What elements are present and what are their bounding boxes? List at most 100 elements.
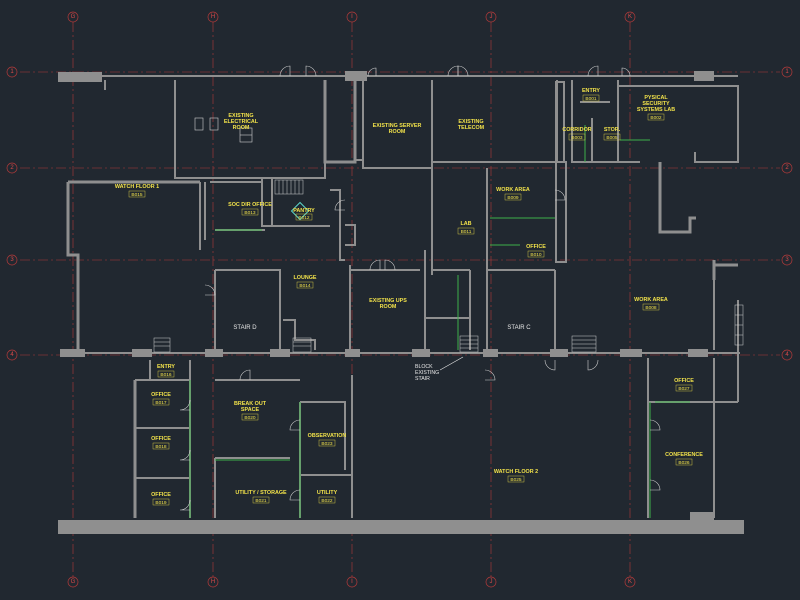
svg-text:J: J	[490, 14, 493, 20]
grid-row-1-left: 1	[6, 66, 18, 78]
room-watch2-number: B025	[510, 477, 522, 483]
grid-row-4-right: 4	[781, 349, 793, 361]
pantry-marker	[290, 201, 310, 221]
walls	[58, 71, 744, 534]
grid-col-h-top: H	[207, 11, 219, 23]
room-office-b017-number: B017	[155, 400, 167, 406]
svg-text:2: 2	[10, 165, 14, 171]
grid-row-4-left: 4	[6, 349, 18, 361]
room-work-b008-number: B008	[645, 305, 657, 311]
room-observation: OBSERVATION	[308, 433, 347, 439]
room-entry-b001: ENTRY	[582, 88, 600, 94]
room-corridor: CORRIDOR	[562, 127, 591, 133]
room-conference: CONFERENCE	[665, 452, 703, 458]
svg-text:2: 2	[785, 165, 789, 171]
room-watch1-number: B015	[131, 192, 143, 198]
room-office-b027-number: B027	[678, 386, 690, 392]
room-utility: UTILITY	[317, 490, 338, 496]
electrical-equipment	[194, 117, 253, 143]
room-work-b009: WORK AREA	[496, 187, 530, 193]
svg-text:G: G	[71, 14, 76, 20]
svg-text:3: 3	[785, 257, 789, 263]
grid-lines	[20, 22, 780, 578]
room-pantry: PANTRY	[293, 208, 315, 214]
svg-text:3: 3	[10, 257, 14, 263]
svg-text:H: H	[211, 579, 215, 585]
room-work-b009-number: B009	[507, 195, 519, 201]
column-row4-a	[60, 349, 85, 357]
svg-text:1: 1	[10, 69, 14, 75]
grid-row-3-right: 3	[781, 254, 793, 266]
room-office-b010: OFFICE	[526, 244, 546, 250]
room-office-b027: OFFICE	[674, 378, 694, 384]
partitions	[189, 125, 690, 518]
room-entry-b016: ENTRY	[157, 364, 175, 370]
room-breakout-number: B020	[244, 415, 256, 421]
svg-text:H: H	[211, 14, 215, 20]
room-utilstor: UTILITY / STORAGE	[235, 490, 287, 496]
room-entry-b001-number: B001	[585, 96, 597, 102]
room-work-b008: WORK AREA	[634, 297, 668, 303]
room-socdir-number: B013	[244, 210, 256, 216]
room-lab-number: B011	[461, 229, 472, 235]
room-lab: LAB	[460, 221, 471, 227]
grid-bubbles: G H I J K G H I J K 1 2 3 4 1 2 3 4	[6, 11, 793, 588]
stair-labels: STAIR D STAIR C	[233, 325, 531, 331]
room-stor-number: B005	[606, 135, 618, 141]
room-utilstor-number: B021	[255, 498, 267, 504]
room-watch2: WATCH FLOOR 2	[494, 469, 538, 475]
svg-text:4: 4	[785, 352, 789, 358]
room-observation-number: B023	[321, 441, 333, 447]
room-utility-number: B022	[321, 498, 333, 504]
column-n1	[345, 71, 367, 81]
room-conference-number: B026	[678, 460, 690, 466]
column-ne	[694, 71, 714, 81]
room-office-b017: OFFICE	[151, 392, 171, 398]
doors	[179, 65, 661, 511]
grid-col-k-bottom: K	[624, 576, 636, 588]
room-socdir: SOC DIR OFFICE	[228, 202, 272, 208]
stair-d-label: STAIR D	[233, 325, 257, 331]
room-pantry-number: B012	[298, 215, 310, 221]
grid-col-k-top: K	[624, 11, 636, 23]
room-office-b019: OFFICE	[151, 492, 171, 498]
grid-row-2-right: 2	[781, 162, 793, 174]
svg-text:I: I	[351, 579, 353, 585]
svg-text:K: K	[628, 14, 632, 20]
grid-col-g-top: G	[67, 11, 79, 23]
grid-col-j-top: J	[485, 11, 497, 23]
grid-col-i-top: I	[346, 11, 358, 23]
south-slab	[58, 520, 744, 534]
column-nw	[58, 72, 102, 82]
grid-col-j-bottom: J	[485, 576, 497, 588]
svg-text:J: J	[490, 579, 493, 585]
room-office-b019-number: B019	[155, 500, 167, 506]
svg-text:K: K	[628, 579, 632, 585]
room-office-b018: OFFICE	[151, 436, 171, 442]
room-office-b018-number: B018	[155, 444, 167, 450]
room-watch1: WATCH FLOOR 1	[115, 184, 159, 190]
stair-c-label: STAIR C	[507, 325, 531, 331]
svg-text:1: 1	[785, 69, 789, 75]
grid-row-2-left: 2	[6, 162, 18, 174]
room-corridor-number: B003	[571, 135, 583, 141]
room-lounge-number: B014	[299, 283, 311, 289]
room-lounge: LOUNGE	[293, 275, 316, 281]
grid-row-3-left: 3	[6, 254, 18, 266]
room-office-b010-number: B010	[530, 252, 542, 258]
svg-text:4: 4	[10, 352, 14, 358]
svg-text:I: I	[351, 14, 353, 20]
room-pslab-number: B002	[650, 115, 662, 121]
stair-treads	[153, 179, 744, 353]
grid-col-h-bottom: H	[207, 576, 219, 588]
svg-text:G: G	[71, 579, 76, 585]
